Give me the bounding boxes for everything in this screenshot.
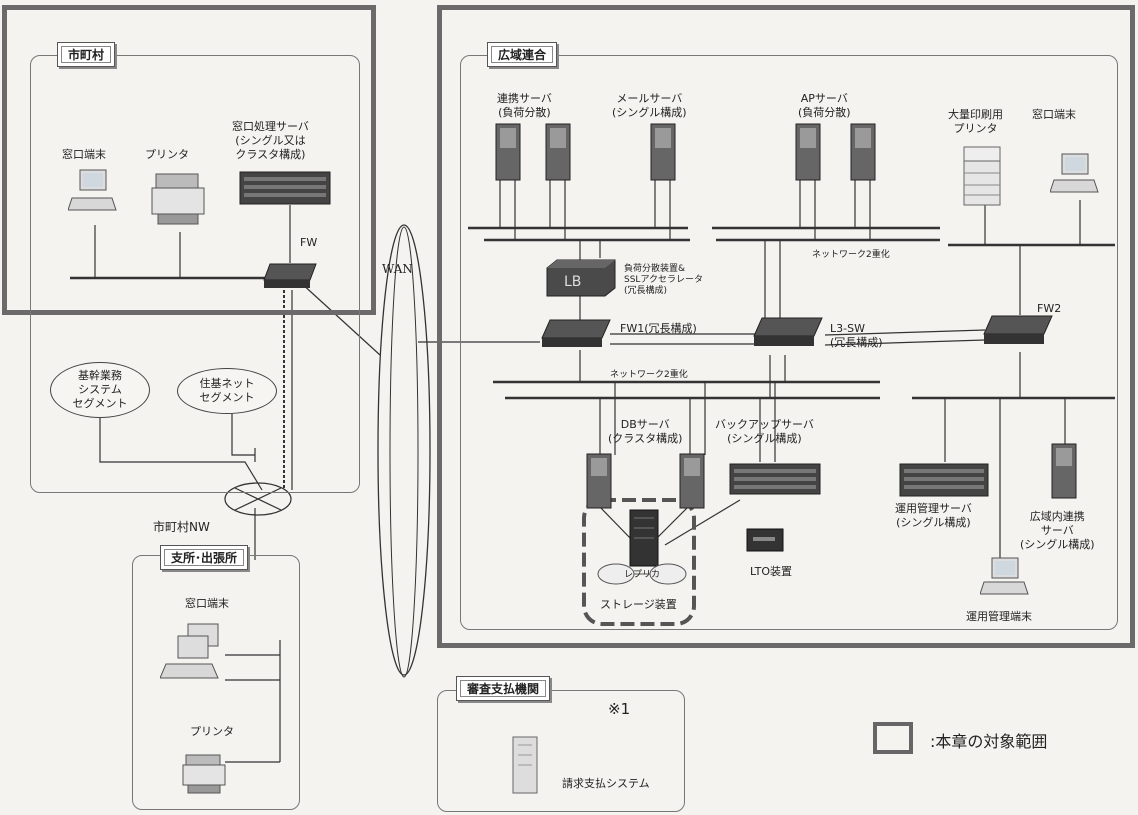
lto-device-icon xyxy=(745,525,785,559)
rack-server-icon xyxy=(898,460,990,504)
tower-server-icon xyxy=(494,122,522,186)
pc-terminals-icon xyxy=(159,622,230,691)
review-title: 審査支払機関 xyxy=(456,676,551,701)
branch-terminal-label: 窓口端末 xyxy=(185,597,229,610)
legend-text: :本章の対象範囲 xyxy=(930,732,1048,751)
storage-icon xyxy=(620,508,668,574)
branch-printer-label: プリンタ xyxy=(190,725,234,738)
fw1-label: FW1(冗長構成) xyxy=(620,322,697,335)
legend-swatch xyxy=(873,722,913,754)
load-balancer-icon xyxy=(545,258,617,302)
tower-server-icon xyxy=(1050,442,1078,504)
load-balancer-label: 負荷分散装置& SSLアクセラレータ (冗長構成) xyxy=(624,264,703,296)
pc-terminal-icon xyxy=(979,556,1030,604)
bulk-printer-label: 大量印刷用 プリンタ xyxy=(948,108,1003,135)
tower-server-icon xyxy=(678,452,706,514)
billing-system-label: 請求支払システム xyxy=(562,777,650,790)
tower-server-icon xyxy=(849,122,877,186)
server-icon xyxy=(510,735,540,799)
tower-server-icon xyxy=(794,122,822,186)
municipality-area xyxy=(30,55,360,493)
replica-label: レプリカ xyxy=(624,570,661,580)
municipal-network-label: 市町村NW xyxy=(153,520,210,534)
mail-server-label: メールサーバ (シングル構成) xyxy=(612,92,687,119)
db-server-label: DBサーバ (クラスタ構成) xyxy=(608,418,683,445)
municipality-server-label: 窓口処理サーバ (シングル又は クラスタ構成) xyxy=(232,120,309,161)
replica-disk-icon xyxy=(596,560,688,594)
ops-terminal-label: 運用管理端末 xyxy=(966,610,1032,623)
backup-server-label: バックアップサーバ (シングル構成) xyxy=(715,418,814,445)
municipality-terminal-label: 窓口端末 xyxy=(62,148,106,161)
municipality-fw-label: FW xyxy=(300,236,318,249)
rack-server-icon xyxy=(728,460,823,502)
pc-terminal-icon xyxy=(67,168,118,222)
bulk-printer-icon xyxy=(960,145,1004,211)
scope-frame-union xyxy=(437,5,1135,648)
union-area xyxy=(460,55,1118,630)
tower-server-icon xyxy=(585,452,613,514)
tower-server-icon xyxy=(544,122,572,186)
municipality-printer-label: プリンタ xyxy=(145,148,189,161)
branch-title: 支所･出張所 xyxy=(160,545,249,570)
union-terminal-label: 窓口端末 xyxy=(1032,108,1076,121)
municipality-title: 市町村 xyxy=(57,42,116,67)
network-dual-mid-label: ネットワーク2重化 xyxy=(610,370,688,380)
review-organization-area xyxy=(437,690,685,812)
storage-label: ストレージ装置 xyxy=(600,598,677,611)
tower-server-icon xyxy=(649,122,677,186)
review-note: ※1 xyxy=(608,700,631,718)
rack-server-icon xyxy=(238,168,333,212)
scope-frame-municipality xyxy=(2,5,376,315)
pc-terminal-icon xyxy=(1049,152,1100,202)
area-link-server-label: 広域内連携 サーバ (シングル構成) xyxy=(1020,510,1095,551)
juki-net-segment: 住基ネット セグメント xyxy=(177,368,277,414)
l3-switch-icon xyxy=(752,316,824,354)
lto-label: LTO装置 xyxy=(750,565,792,578)
printer-icon xyxy=(148,170,208,232)
union-title: 広域連合 xyxy=(487,42,558,67)
firewall-icon xyxy=(982,314,1054,352)
firewall-icon xyxy=(262,262,318,296)
wan-label: WAN xyxy=(382,262,413,276)
lb-mark: LB xyxy=(564,274,582,290)
firewall-icon xyxy=(540,318,612,354)
ops-server-label: 運用管理サーバ (シングル構成) xyxy=(895,502,972,529)
ap-server-label: APサーバ (負荷分散) xyxy=(798,92,851,119)
printer-icon xyxy=(180,752,228,801)
core-system-segment: 基幹業務 システム セグメント xyxy=(50,362,150,418)
link-server-label: 連携サーバ (負荷分散) xyxy=(497,92,552,119)
network-dual-top-label: ネットワーク2重化 xyxy=(812,250,890,260)
fw2-label: FW2 xyxy=(1037,302,1062,315)
l3-switch-label: L3-SW (冗長構成) xyxy=(830,322,883,349)
